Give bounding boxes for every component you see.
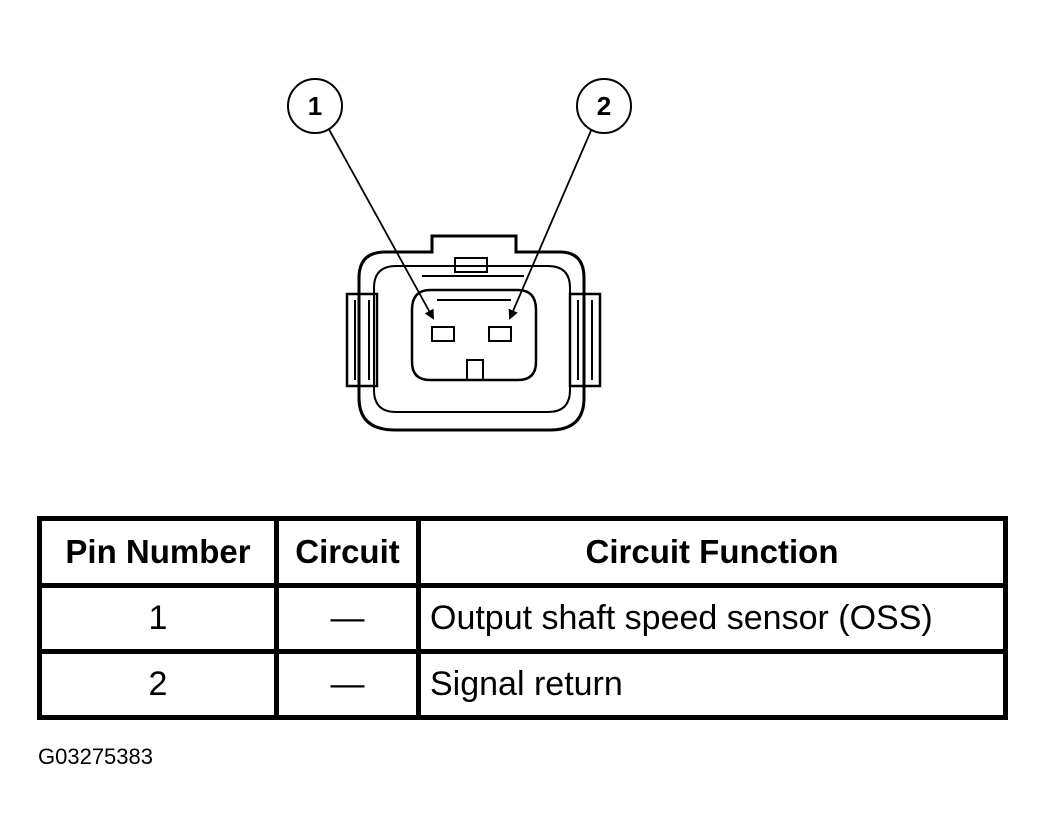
connector-housing: [345, 234, 602, 432]
callout-1-leader: [325, 123, 434, 320]
header-pin-number: Pin Number: [37, 516, 279, 588]
callout-1: 1: [287, 78, 343, 134]
header-circuit: Circuit: [274, 516, 421, 588]
pin-2-terminal: [488, 326, 512, 342]
circuit-cell: —: [274, 649, 421, 720]
pin-number-cell: 1: [37, 583, 279, 654]
circuit-cell: —: [274, 583, 421, 654]
callout-1-number: 1: [308, 91, 322, 121]
header-circuit-function: Circuit Function: [416, 516, 1008, 588]
connector-diagram: 1 2: [287, 78, 632, 432]
table-row: 1 — Output shaft speed sensor (OSS): [37, 583, 1008, 654]
callout-2: 2: [576, 78, 632, 134]
circuit-function-cell: Signal return: [416, 649, 1008, 720]
callout-2-leader: [508, 125, 594, 320]
callout-2-number: 2: [597, 91, 611, 121]
pin-number-cell: 2: [37, 649, 279, 720]
figure-id: G03275383: [38, 744, 153, 769]
pin-function-table: Pin Number Circuit Circuit Function 1 — …: [37, 516, 1008, 720]
table-row: 2 — Signal return: [37, 649, 1008, 720]
circuit-function-cell: Output shaft speed sensor (OSS): [416, 583, 1008, 654]
pin-1-terminal: [431, 326, 455, 342]
table-header-row: Pin Number Circuit Circuit Function: [37, 516, 1008, 588]
